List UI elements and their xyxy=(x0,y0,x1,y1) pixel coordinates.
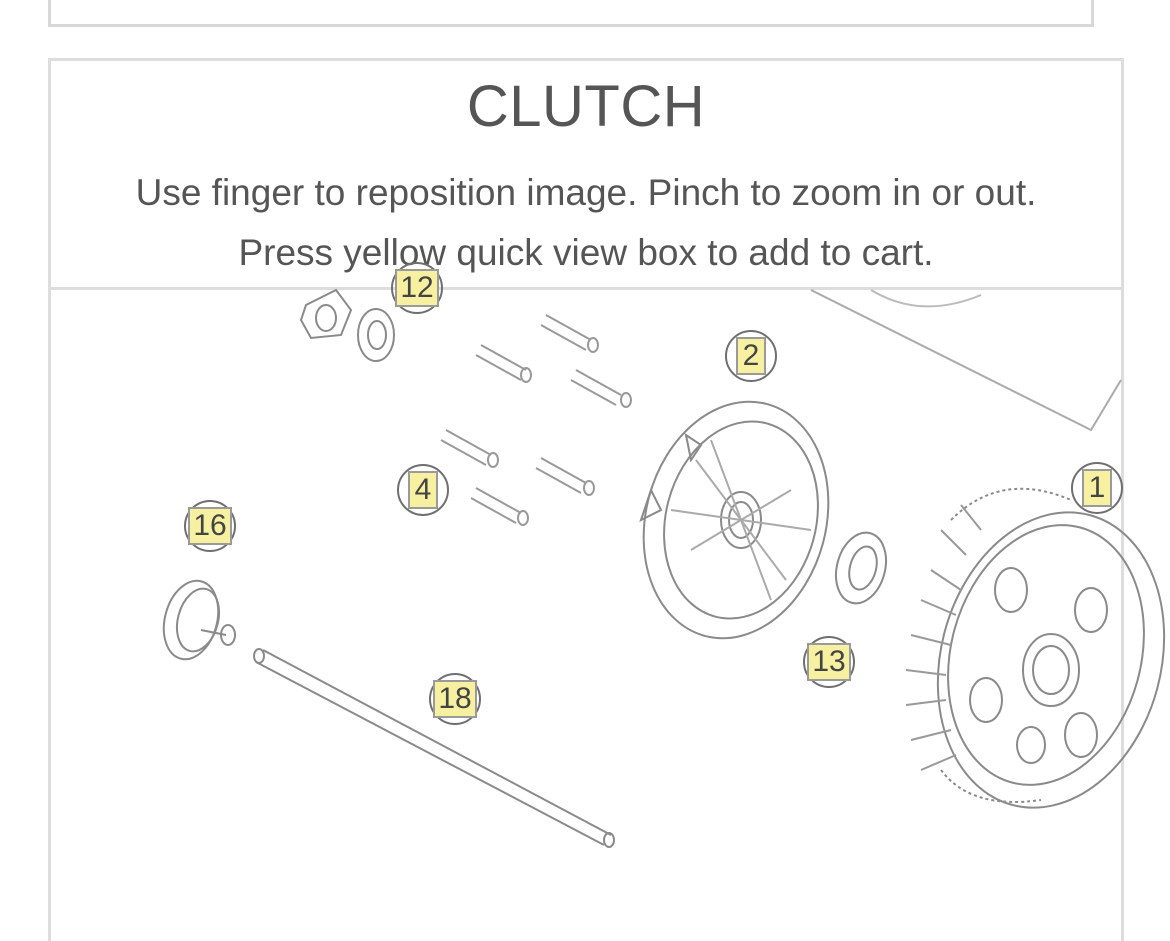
instruction-reposition: Use finger to reposition image. Pinch to… xyxy=(135,172,1037,213)
previous-card-bottom xyxy=(48,0,1094,27)
part-callout-4[interactable]: 4 xyxy=(397,464,449,516)
card-header: CLUTCH Use finger to reposition image. P… xyxy=(51,61,1121,290)
instruction-add-to-cart: Press yellow quick view box to add to ca… xyxy=(238,232,934,273)
part-callout-4-label[interactable]: 4 xyxy=(408,471,438,509)
part-callout-12-label[interactable]: 12 xyxy=(395,269,439,307)
part-callout-16[interactable]: 16 xyxy=(184,500,236,552)
part-callout-16-label[interactable]: 16 xyxy=(188,507,232,545)
part-callout-18-label[interactable]: 18 xyxy=(433,680,477,718)
part-callout-2[interactable]: 2 xyxy=(725,330,777,382)
diagram-card: CLUTCH Use finger to reposition image. P… xyxy=(48,58,1166,941)
part-callout-2-label[interactable]: 2 xyxy=(736,337,766,375)
part-callout-13[interactable]: 13 xyxy=(803,636,855,688)
part-callout-1-label[interactable]: 1 xyxy=(1082,469,1112,507)
part-callout-12[interactable]: 12 xyxy=(391,262,443,314)
part-callout-1[interactable]: 1 xyxy=(1071,462,1123,514)
section-title: CLUTCH xyxy=(466,74,706,139)
exploded-parts-diagram[interactable]: 12 2 4 1 16 13 18 xyxy=(51,262,1166,930)
part-callout-13-label[interactable]: 13 xyxy=(807,643,851,681)
part-callout-18[interactable]: 18 xyxy=(429,673,481,725)
diagram-drawing xyxy=(162,288,1166,848)
